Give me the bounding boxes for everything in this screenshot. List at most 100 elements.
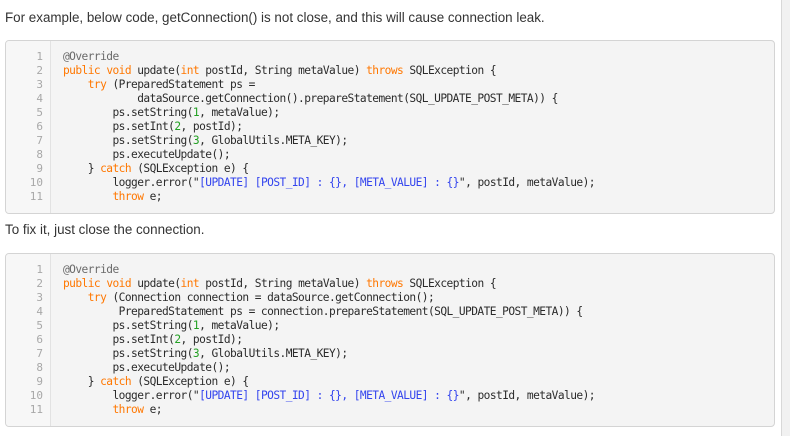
code-line: ps.setString(1, metaValue); <box>63 106 774 120</box>
code-token-kw: int <box>180 277 200 290</box>
code-token-txt: update( <box>131 277 181 290</box>
code-line: ps.setString(3, GlobalUtils.META_KEY); <box>63 347 774 361</box>
code-token-txt <box>63 78 88 91</box>
code-token-kw: public <box>63 277 101 290</box>
code-token-txt: ps.setString( <box>63 106 193 119</box>
code-line: throw e; <box>63 403 774 417</box>
code-token-num: 1 <box>192 319 200 332</box>
code-token-txt: ps.setString( <box>63 347 193 360</box>
code-token-txt: , GlobalUtils.META_KEY); <box>199 347 348 360</box>
fix-paragraph: To fix it, just close the connection. <box>5 222 205 237</box>
code-line: throw e; <box>63 190 774 204</box>
code-token-kw: void <box>106 64 132 77</box>
line-number: 2 <box>36 277 43 290</box>
code-token-txt: SQLException { <box>403 277 497 290</box>
code-line: public void update(int postId, String me… <box>63 64 774 78</box>
code-token-kw: catch <box>100 162 132 175</box>
line-number: 9 <box>36 375 43 388</box>
code-token-kw: throw <box>112 190 144 203</box>
code-token-txt <box>63 190 112 203</box>
line-number: 6 <box>36 120 43 133</box>
code-token-kw: throw <box>112 403 144 416</box>
line-number: 9 <box>36 162 43 175</box>
code-token-num: 3 <box>192 347 200 360</box>
code-line: ps.executeUpdate(); <box>63 361 774 375</box>
code-token-txt: ps.setInt( <box>63 333 175 346</box>
code-token-txt: SQLException { <box>403 64 497 77</box>
code-line: try (PreparedStatement ps = <box>63 78 774 92</box>
code-token-txt: (PreparedStatement ps = <box>106 78 255 91</box>
code-token-txt: dataSource.getConnection().prepareStatem… <box>63 92 558 105</box>
code-token-txt: PreparedStatement ps = connection.prepar… <box>63 305 583 318</box>
code-token-kw: throws <box>366 64 404 77</box>
code-token-str: [UPDATE] [POST_ID] : {}, [META_VALUE] : … <box>199 389 459 402</box>
code-token-txt: update( <box>131 64 181 77</box>
code-token-txt: ", postId, metaValue); <box>458 389 596 402</box>
code-token-txt: , postId); <box>180 333 243 346</box>
code-token-txt: postId, String metaValue) <box>199 64 367 77</box>
line-number: 1 <box>36 263 43 276</box>
code-token-num: 2 <box>174 120 181 133</box>
line-number: 10 <box>29 176 43 189</box>
line-number: 11 <box>29 190 43 203</box>
code-token-txt <box>63 403 112 416</box>
code-token-txt: (SQLException e) { <box>131 162 249 175</box>
code-line: PreparedStatement ps = connection.prepar… <box>63 305 774 319</box>
code-token-txt: ps.setInt( <box>63 120 175 133</box>
code-token-num: 2 <box>174 333 181 346</box>
code-token-ann: @Override <box>63 50 119 63</box>
code-token-kw: catch <box>100 375 132 388</box>
code-line: ps.setInt(2, postId); <box>63 120 774 134</box>
code-line: ps.setString(3, GlobalUtils.META_KEY); <box>63 134 774 148</box>
intro-paragraph: For example, below code, getConnection()… <box>5 10 545 25</box>
line-number: 6 <box>36 333 43 346</box>
line-number: 3 <box>36 291 43 304</box>
code-token-ann: @Override <box>63 263 119 276</box>
line-number: 4 <box>36 305 43 318</box>
code-token-num: 1 <box>192 106 200 119</box>
code-token-txt: logger.error(" <box>63 176 200 189</box>
code-token-kw: try <box>87 78 107 91</box>
code-line: @Override <box>63 50 774 64</box>
code-token-txt: (Connection connection = dataSource.getC… <box>106 291 435 304</box>
code-token-txt: postId, String metaValue) <box>199 277 367 290</box>
code-line: logger.error("[UPDATE] [POST_ID] : {}, [… <box>63 176 774 190</box>
line-number: 8 <box>36 148 43 161</box>
code-token-txt: logger.error(" <box>63 389 200 402</box>
line-number: 3 <box>36 78 43 91</box>
line-number: 11 <box>29 403 43 416</box>
code-token-txt: } <box>63 375 101 388</box>
code-token-txt: , GlobalUtils.META_KEY); <box>199 134 348 147</box>
page-scrollbar-track[interactable] <box>781 0 790 436</box>
code-token-txt <box>63 291 88 304</box>
code-line: ps.setInt(2, postId); <box>63 333 774 347</box>
line-number: 2 <box>36 64 43 77</box>
code-line: } catch (SQLException e) { <box>63 162 774 176</box>
line-number: 1 <box>36 50 43 63</box>
line-number: 7 <box>36 134 43 147</box>
code-line: try (Connection connection = dataSource.… <box>63 291 774 305</box>
code-token-kw: public <box>63 64 101 77</box>
code-token-txt: ps.setString( <box>63 134 193 147</box>
code-token-txt: , metaValue); <box>199 319 280 332</box>
code-token-txt: e; <box>143 190 163 203</box>
code-token-txt: (SQLException e) { <box>131 375 249 388</box>
line-number: 8 <box>36 361 43 374</box>
code-line: @Override <box>63 263 774 277</box>
code-token-kw: void <box>106 277 132 290</box>
code-token-txt: ", postId, metaValue); <box>458 176 596 189</box>
code-token-str: [UPDATE] [POST_ID] : {}, [META_VALUE] : … <box>199 176 459 189</box>
code-line: ps.executeUpdate(); <box>63 148 774 162</box>
code-token-kw: try <box>87 291 107 304</box>
line-number: 7 <box>36 347 43 360</box>
line-number: 10 <box>29 389 43 402</box>
line-number: 5 <box>36 106 43 119</box>
